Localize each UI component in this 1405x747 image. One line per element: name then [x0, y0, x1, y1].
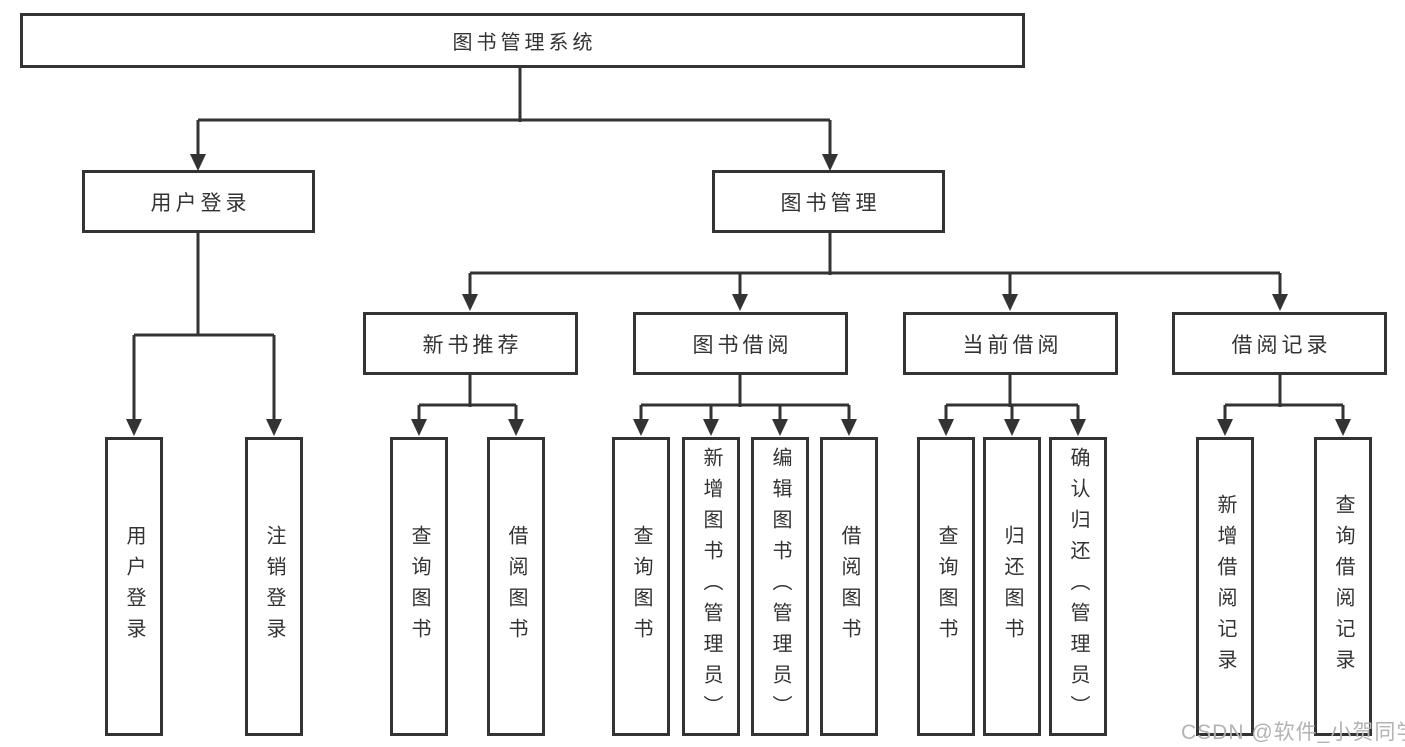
leaf-logout-login: 注销登录: [245, 437, 303, 736]
arrowhead: [508, 419, 524, 436]
node-label: 确认归还（管理员）: [1067, 447, 1089, 726]
node-label: 新增图书（管理员）: [700, 447, 722, 726]
node-current-borrowing: 当前借阅: [903, 312, 1118, 375]
node-label: 图书管理系统: [452, 32, 597, 54]
leaf-query-books-recommend: 查询图书: [390, 437, 448, 736]
node-borrowing-records: 借阅记录: [1172, 312, 1387, 375]
leaf-borrow-books-recommend: 借阅图书: [487, 437, 545, 736]
arrowhead: [822, 154, 838, 171]
arrowhead: [411, 419, 427, 436]
arrowhead: [938, 419, 954, 436]
arrowhead: [266, 419, 282, 436]
node-label: 当前借阅: [962, 333, 1063, 357]
arrowhead: [1335, 419, 1351, 436]
node-label: 编辑图书（管理员）: [769, 447, 791, 726]
leaf-add-books-admin: 新增图书（管理员）: [682, 437, 740, 736]
leaf-query-books-current: 查询图书: [917, 437, 975, 736]
node-label: 借阅图书: [505, 524, 527, 649]
leaf-edit-books-admin: 编辑图书（管理员）: [751, 437, 809, 736]
csdn-watermark: CSDN @软件_小贺同学: [1181, 721, 1405, 744]
node-book-borrowing: 图书借阅: [633, 312, 848, 375]
leaf-query-books-borrow: 查询图书: [612, 437, 670, 736]
node-label: 借阅记录: [1231, 333, 1332, 357]
arrowhead: [190, 154, 206, 171]
node-new-book-recommendation: 新书推荐: [363, 312, 578, 375]
arrowhead: [1070, 419, 1086, 436]
arrowhead: [732, 294, 748, 311]
arrowhead: [1272, 294, 1288, 311]
leaf-borrow-books-borrow: 借阅图书: [820, 437, 878, 736]
leaf-user-login: 用户登录: [105, 437, 163, 736]
node-label: 归还图书: [1001, 524, 1023, 649]
node-label: 查询图书: [935, 524, 957, 649]
node-user-login: 用户登录: [82, 170, 315, 233]
arrowhead: [772, 419, 788, 436]
arrowhead: [1004, 419, 1020, 436]
node-label: 查询图书: [408, 524, 430, 649]
node-system-root: 图书管理系统: [20, 13, 1025, 68]
node-label: 图书管理: [780, 191, 881, 215]
arrowhead: [126, 419, 142, 436]
arrowhead: [1002, 294, 1018, 311]
arrowhead: [703, 419, 719, 436]
arrowhead: [841, 419, 857, 436]
node-label: 图书借阅: [692, 333, 793, 357]
node-label: 借阅图书: [838, 524, 860, 649]
node-label: 新书推荐: [422, 333, 523, 357]
node-label: 查询图书: [630, 524, 652, 649]
node-label: 用户登录: [123, 524, 145, 649]
node-label: 查询借阅记录: [1332, 493, 1354, 680]
leaf-query-borrow-record: 查询借阅记录: [1314, 437, 1372, 736]
arrowhead: [462, 294, 478, 311]
node-label: 注销登录: [263, 524, 285, 649]
arrowhead: [1217, 419, 1233, 436]
leaf-add-borrow-record: 新增借阅记录: [1196, 437, 1254, 736]
leaf-return-books: 归还图书: [983, 437, 1041, 736]
arrowhead: [633, 419, 649, 436]
node-label: 新增借阅记录: [1214, 493, 1236, 680]
node-book-management: 图书管理: [712, 170, 945, 233]
leaf-confirm-return-admin: 确认归还（管理员）: [1049, 437, 1107, 736]
node-label: 用户登录: [150, 191, 251, 215]
